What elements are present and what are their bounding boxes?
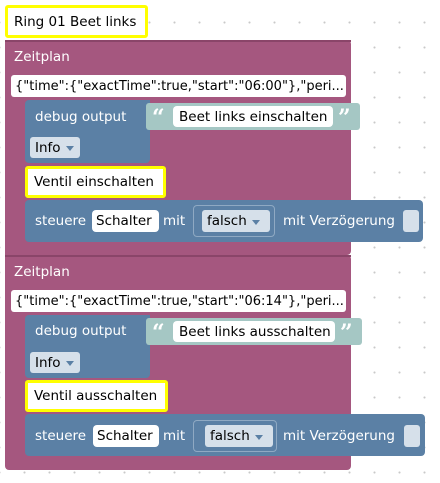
control-object-field[interactable]: Schalter bbox=[93, 425, 159, 447]
boolean-value-dropdown[interactable]: falsch bbox=[205, 425, 273, 447]
boolean-value: falsch bbox=[207, 213, 247, 229]
control-delay-label: mit Verzögerung bbox=[283, 428, 395, 444]
comment-ventil-aus[interactable]: Ventil ausschalten bbox=[25, 380, 168, 412]
control-with-label: mit bbox=[163, 213, 186, 229]
delay-checkbox[interactable] bbox=[403, 210, 419, 232]
delay-checkbox[interactable] bbox=[404, 425, 420, 447]
schedule-json-field[interactable]: {"time":{"exactTime":true,"start":"06:00… bbox=[11, 75, 346, 97]
control-label: steuere bbox=[35, 213, 87, 229]
schedule-block-1-top-edge bbox=[5, 40, 351, 42]
quote-close-icon: ” bbox=[338, 105, 351, 131]
schedule-json-field[interactable]: {"time":{"exactTime":true,"start":"06:14… bbox=[11, 290, 346, 312]
comment-ring01[interactable]: Ring 01 Beet links bbox=[5, 5, 148, 38]
chevron-down-icon bbox=[254, 434, 263, 440]
quote-close-icon: ” bbox=[340, 320, 353, 346]
control-label: steuere bbox=[35, 428, 87, 444]
chevron-down-icon bbox=[65, 146, 74, 151]
debug-level-dropdown[interactable]: Info bbox=[30, 352, 80, 373]
debug-level-value: Info bbox=[35, 139, 61, 156]
quote-open-icon: “ bbox=[152, 320, 165, 346]
control-delay-label: mit Verzögerung bbox=[283, 213, 395, 229]
comment-ventil-ein[interactable]: Ventil einschalten bbox=[25, 166, 166, 198]
schedule-1-spine bbox=[5, 100, 23, 245]
debug-text-field[interactable]: Beet links ausschalten bbox=[173, 321, 335, 342]
schedule-block-2-top-edge bbox=[5, 255, 351, 257]
control-object-field[interactable]: Schalter bbox=[92, 210, 159, 232]
debug-output-label: debug output bbox=[35, 323, 127, 339]
debug-level-dropdown[interactable]: Info bbox=[30, 137, 80, 158]
quote-open-icon: “ bbox=[152, 105, 165, 131]
debug-level-value: Info bbox=[35, 354, 61, 371]
debug-text-field[interactable]: Beet links einschalten bbox=[173, 106, 333, 127]
schedule-title: Zeitplan bbox=[14, 264, 70, 280]
boolean-value: falsch bbox=[210, 428, 250, 444]
chevron-down-icon bbox=[251, 219, 260, 225]
debug-output-label: debug output bbox=[35, 109, 127, 125]
chevron-down-icon bbox=[65, 361, 74, 366]
boolean-value-dropdown[interactable]: falsch bbox=[202, 210, 270, 232]
schedule-title: Zeitplan bbox=[14, 49, 70, 65]
control-with-label: mit bbox=[163, 428, 186, 444]
